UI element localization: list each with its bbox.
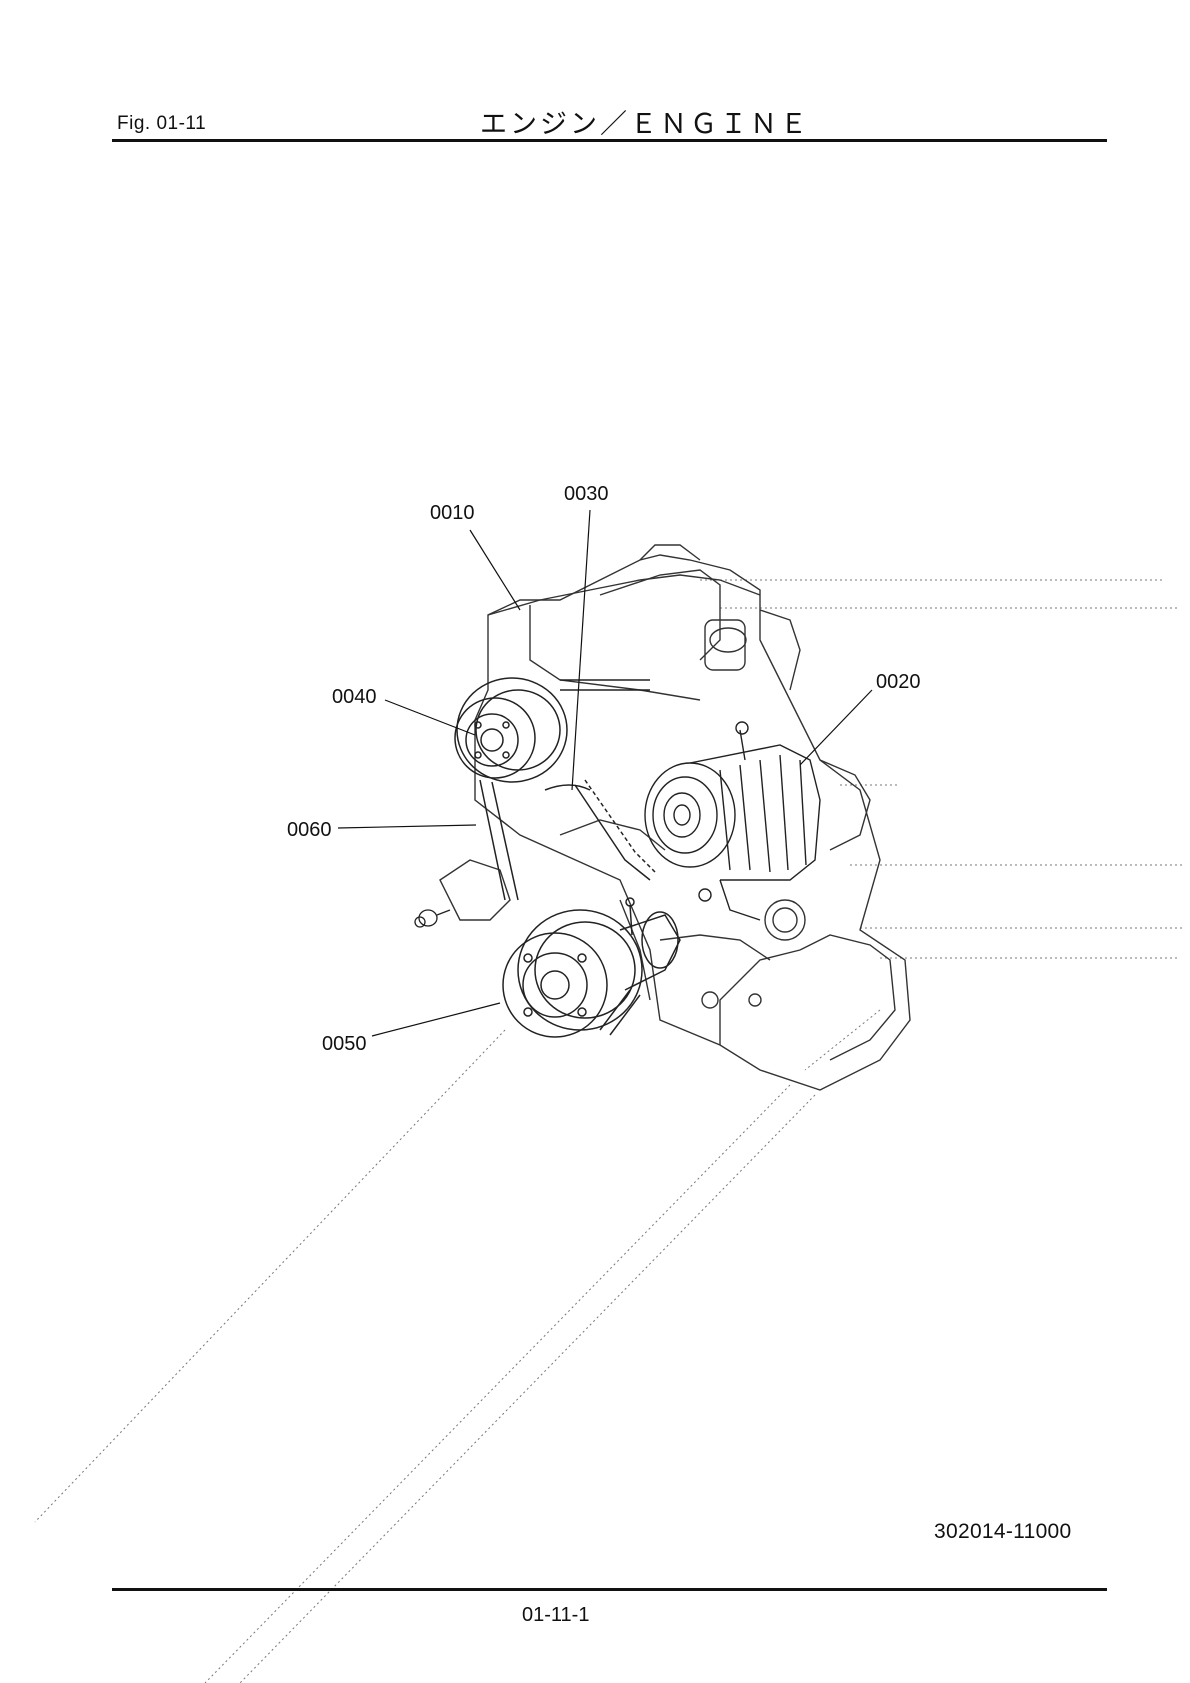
- page-number: 01-11-1: [522, 1604, 590, 1626]
- callout-labels: 0010 0030 0040 0020 0060 0050: [287, 483, 921, 1055]
- part-number: 302014-11000: [934, 1520, 1072, 1543]
- callout-leaders: [337, 509, 873, 1037]
- page-title: エンジン／ＥＮＧＩＮＥ: [480, 109, 810, 140]
- callout-0040: 0040: [332, 686, 377, 708]
- lower-pulley: [502, 897, 681, 1038]
- engine-block: [439, 544, 911, 1091]
- upper-pulley: [454, 677, 568, 783]
- callout-0060: 0060: [287, 819, 332, 841]
- bolt-part: [414, 909, 451, 928]
- footer-rule: [112, 1588, 1107, 1591]
- callout-0050: 0050: [322, 1033, 367, 1055]
- figure-label: Fig. 01-11: [117, 113, 207, 134]
- callout-0010: 0010: [430, 502, 475, 524]
- header-rule: [112, 139, 1107, 142]
- dotted-projection-lines: [34, 579, 1185, 1683]
- callout-0030: 0030: [564, 483, 609, 505]
- drive-belt: [479, 679, 656, 901]
- callout-0020: 0020: [876, 671, 921, 693]
- alternator: [644, 721, 821, 921]
